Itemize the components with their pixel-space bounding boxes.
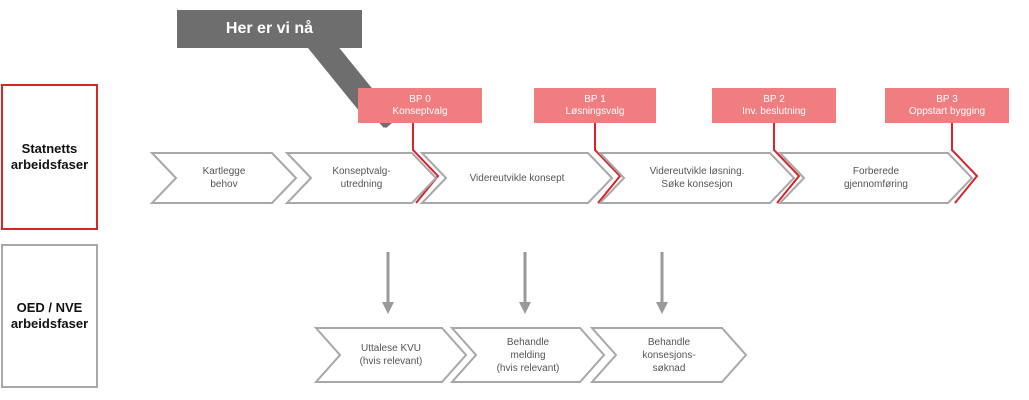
bp1-name: Løsningsvalg [565,105,625,117]
oed-phase-chevron-1 [313,327,468,383]
statnett-phase-chevron-4 [597,152,796,204]
statnett-phase-chevron-5 [777,152,974,204]
statnett-phase-chevron-2 [284,152,438,204]
down-arrow-1 [382,252,394,314]
bp1-code: BP 1 [584,93,606,105]
bp3-name: Oppstart bygging [908,105,986,117]
bp2-box: BP 2 Inv. beslutning [712,88,836,123]
bp1-box: BP 1 Løsningsvalg [534,88,656,123]
statnett-phase-label-3: Videreutvikle konsept [469,172,565,184]
here-we-are-callout: Her er vi nå [177,10,362,48]
oed-phase-label-3: Behandle konsesjons- søknad [642,336,696,374]
bp0-name: Konseptvalg [392,105,448,117]
oed-phase-label-2: Behandle melding (hvis relevant) [496,336,560,374]
bp2-marker-line [773,123,801,204]
bp0-code: BP 0 [409,93,431,105]
bp2-name: Inv. beslutning [742,105,806,117]
oed-phase-label-1: Uttalese KVU (hvis relevant) [359,343,423,367]
statnett-phase-label-5: Forberede gjennomføring [844,166,908,190]
statnett-phase-label-4: Videreutvikle løsning. Søke konsesjon [649,166,745,190]
statnett-phase-label-2: Konseptvalg- utredning [332,166,391,190]
down-arrow-2 [519,252,531,314]
down-arrow-3 [656,252,668,314]
statnett-lane-label: Statnetts arbeidsfaser [1,84,98,230]
bp3-box: BP 3 Oppstart bygging [885,88,1009,123]
statnett-phase-chevron-3 [419,152,614,204]
bp3-marker-line [951,123,979,204]
oed-phase-chevron-3 [589,327,748,383]
bp1-marker-line [594,123,622,204]
oed-lane-label: OED / NVE arbeidsfaser [1,244,98,388]
statnett-phase-label-1: Kartlegge behov [202,166,246,190]
statnett-phase-chevron-1 [149,152,298,204]
bp2-code: BP 2 [763,93,785,105]
bp0-box: BP 0 Konseptvalg [358,88,482,123]
bp0-marker-line [412,123,440,204]
bp3-code: BP 3 [936,93,958,105]
oed-phase-chevron-2 [449,327,606,383]
